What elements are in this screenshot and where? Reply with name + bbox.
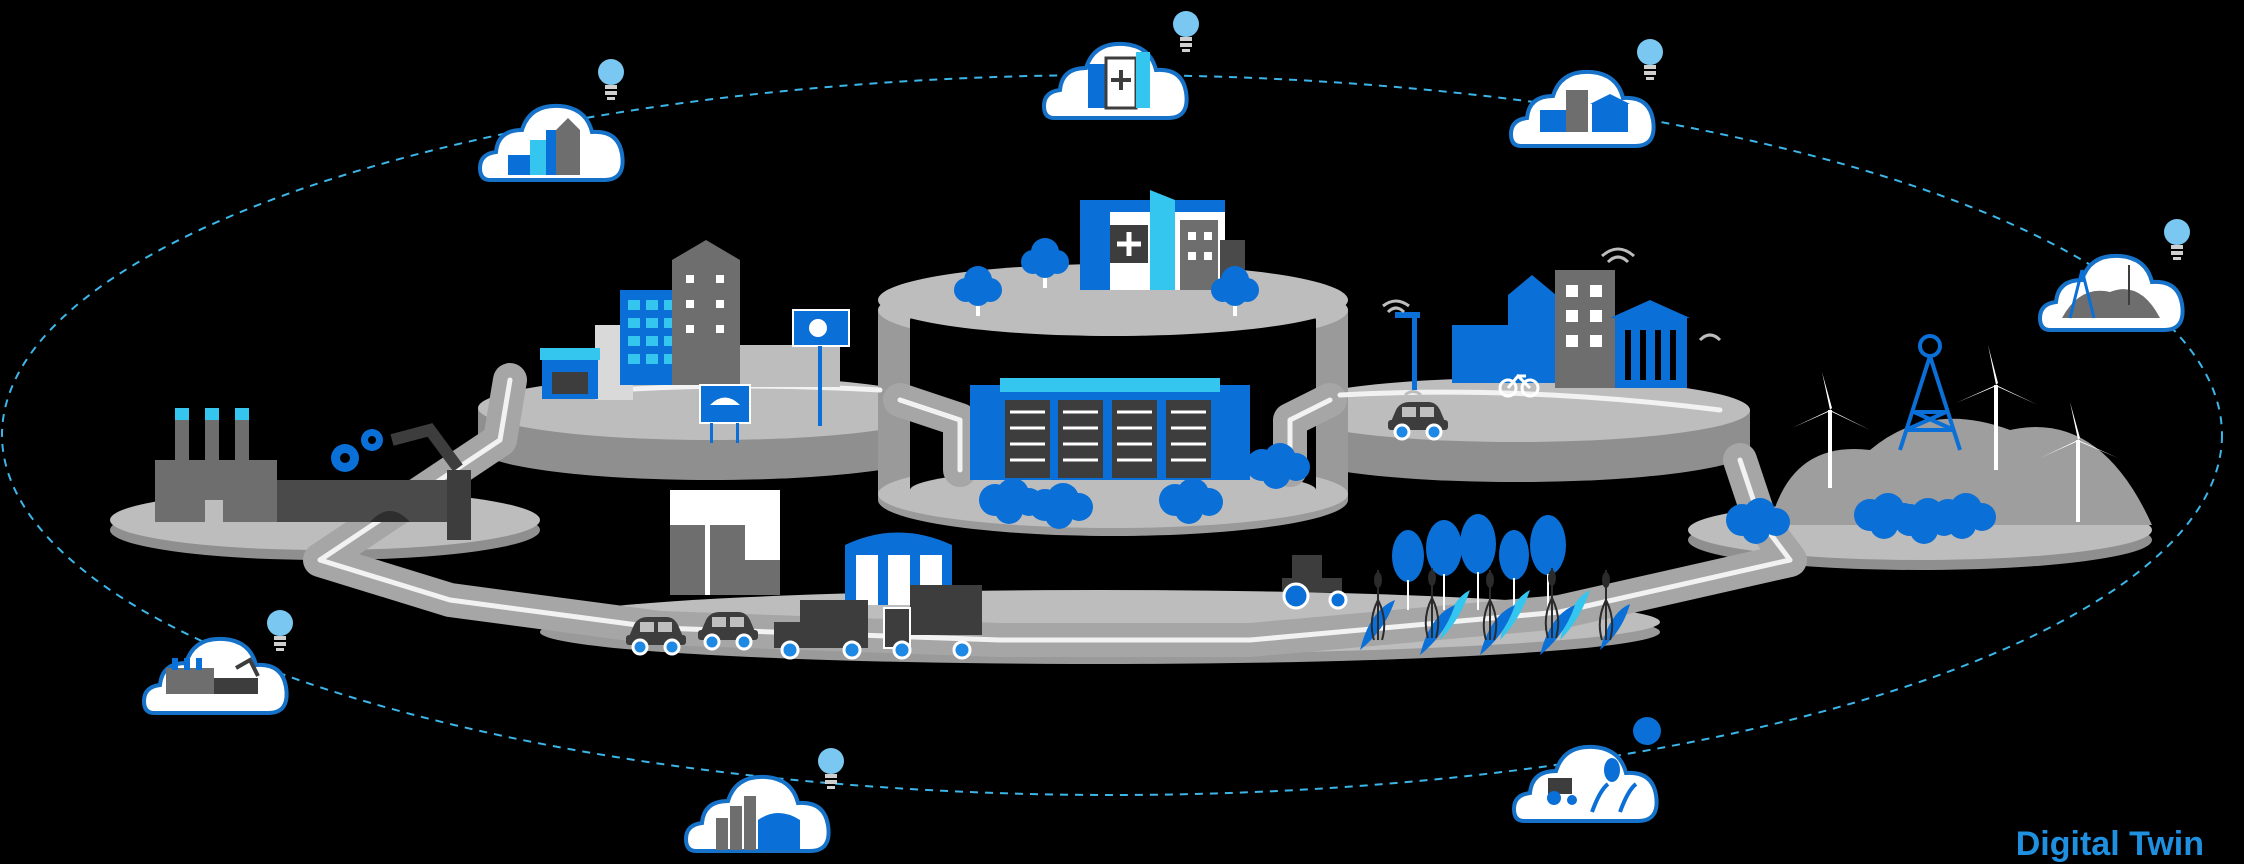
agriculture-zone [1282,514,1630,655]
diagram-caption: Digital Twin [2015,825,2204,863]
bicycle-icon [1498,373,1540,398]
hospital-icon [1088,52,1150,110]
lightbulb-icon [598,59,624,100]
energy-tower-icon [2062,265,2160,319]
road-network [303,363,1807,657]
lightbulb-icon [1173,11,1199,52]
truck-icon [774,585,982,660]
gear-icon [331,429,383,472]
civic-buildings-icon [1540,90,1630,132]
wind-turbine-icon [1792,345,2118,522]
cloud-smart-city[interactable] [1509,39,1663,148]
data-center-zone [970,378,1310,529]
cloud-energy[interactable] [2038,219,2190,332]
shop-icon [540,348,600,399]
retail-zone [540,240,850,443]
transmission-tower-icon [1898,334,1962,451]
indicator-dot-icon [1633,717,1661,745]
lightbulb-icon [267,610,293,651]
wifi-signal-icon [1382,247,1722,397]
logistics-zone [624,490,982,660]
smart-city-zone [1382,247,1722,441]
umbrella-sign-icon [699,309,850,443]
warehouse-icon [716,796,800,850]
factory-icon [166,657,260,694]
cloud-agriculture[interactable] [1512,717,1661,823]
cloud-logistics[interactable] [684,748,844,853]
cloud-retail[interactable] [478,59,625,182]
lightbulb-icon [2164,219,2190,260]
lightbulb-icon [1637,39,1663,80]
cloud-factory[interactable] [142,610,293,715]
factory-zone [155,408,471,540]
energy-zone [1726,334,2152,544]
tractor-icon [1282,555,1348,610]
cloud-hospital[interactable] [1042,11,1199,120]
farm-icon [1547,758,1638,813]
hospital-zone [954,190,1259,316]
city-buildings-icon [508,118,580,175]
